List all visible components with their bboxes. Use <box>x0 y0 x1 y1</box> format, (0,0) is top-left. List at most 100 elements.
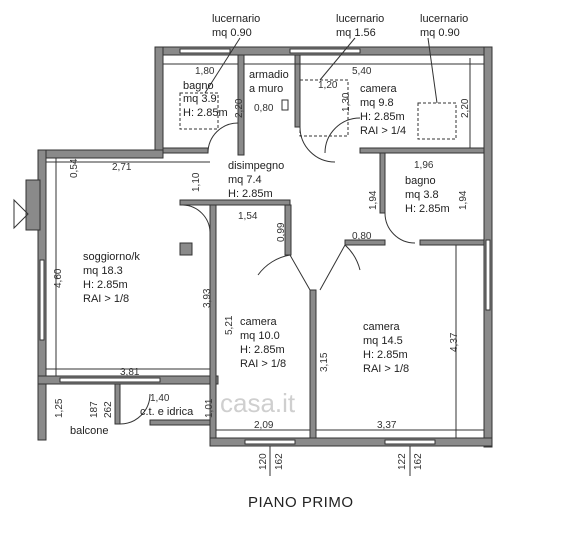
wall-camera1-bottom <box>359 147 485 154</box>
room-disimpegno: disimpegno mq 7.4 H: 2.85m <box>228 160 284 200</box>
door-ct <box>119 393 151 425</box>
skylight-3-label: lucernario <box>420 13 468 25</box>
chimney-flue <box>179 242 193 256</box>
room-name: camera <box>363 321 401 333</box>
room-name: armadio <box>249 69 289 81</box>
dim-label: 3,81 <box>120 367 140 378</box>
skylight-3-area: mq 0.90 <box>420 27 460 39</box>
dim-label: 1,30 <box>341 92 352 112</box>
room-name-2: a muro <box>249 83 283 95</box>
room-bagno2: bagno mq 3.8 H: 2.85m <box>405 175 450 215</box>
room-height: H: 2.85m <box>363 349 408 361</box>
dim-label: 162 <box>413 453 424 470</box>
room-rai: RAI > 1/8 <box>240 358 286 370</box>
wall-bagno2-bottom <box>419 239 485 246</box>
room-area: mq 3.8 <box>405 189 439 201</box>
dim-label: 1,01 <box>204 398 215 418</box>
door-armadio <box>299 126 336 163</box>
room-area: mq 14.5 <box>363 335 403 347</box>
dim-label: 1,94 <box>368 190 379 210</box>
dim-label: 3,15 <box>319 352 330 372</box>
room-camera3: camera mq 14.5 H: 2.85m RAI > 1/8 <box>363 321 409 375</box>
room-rai: RAI > 1/4 <box>360 125 406 137</box>
skylight-1-area: mq 0.90 <box>212 27 252 39</box>
room-rai: RAI > 1/8 <box>363 363 409 375</box>
dim-label: 1,96 <box>414 160 434 171</box>
windows <box>39 48 491 445</box>
dim-label: 1,40 <box>150 393 170 404</box>
dim-label: 0,99 <box>276 222 287 242</box>
room-height: H: 2.85m <box>360 111 405 123</box>
wall-disimpegno-bottom <box>179 199 291 206</box>
room-camera1: camera mq 9.8 H: 2.85m RAI > 1/4 <box>360 83 406 137</box>
wall-camera3-top <box>344 239 386 246</box>
interior-walls <box>114 54 485 439</box>
skylights <box>179 37 457 140</box>
window-right <box>485 239 491 311</box>
room-height: H: 2.85m <box>240 344 285 356</box>
dim-label: 5,21 <box>224 315 235 335</box>
room-name: soggiorno/k <box>83 251 140 263</box>
skylight-3 <box>417 102 457 140</box>
dim-label: 5,40 <box>352 66 372 77</box>
dimension-lines <box>46 63 484 438</box>
dim-label: 2,09 <box>254 420 274 431</box>
dim-label: 187 <box>89 401 100 418</box>
dim-label: 3,37 <box>377 420 397 431</box>
dim-label: 1,10 <box>191 172 202 192</box>
door-swings <box>119 117 416 425</box>
door-soggiorno <box>182 204 211 233</box>
dim-label: 0,80 <box>254 103 274 114</box>
dim-label: 2,71 <box>112 162 132 173</box>
room-area: mq 7.4 <box>228 174 262 186</box>
window-bagno1 <box>179 48 231 54</box>
wall-ct-bottom <box>149 419 211 426</box>
room-height: H: 2.85m <box>405 203 450 215</box>
room-name: disimpegno <box>228 160 284 172</box>
dim-label: 1,20 <box>318 80 338 91</box>
window-living-bottom <box>59 377 161 383</box>
dim-label: 3,93 <box>202 288 213 308</box>
window-camera2 <box>244 439 296 445</box>
dim-label: 4,60 <box>53 268 64 288</box>
dim-label: 1,54 <box>238 211 258 222</box>
door-bagno1 <box>207 122 239 154</box>
door-bagno2 <box>384 212 416 244</box>
wall-living-right <box>209 204 217 439</box>
plan-title: PIANO PRIMO <box>248 494 354 511</box>
dim-label: 1,94 <box>458 190 469 210</box>
room-armadio: armadio a muro <box>249 69 289 95</box>
skylight-2-label: lucernario <box>336 13 384 25</box>
wall-bagno1-bottom <box>162 147 209 154</box>
room-soggiorno: soggiorno/k mq 18.3 H: 2.85m RAI > 1/8 <box>83 251 140 305</box>
room-height: H: 2.85m <box>228 188 273 200</box>
leader-2 <box>319 37 356 81</box>
room-name: bagno <box>183 80 214 92</box>
wall-bagno2-left <box>379 152 386 214</box>
wall-bagno1-right <box>237 54 245 156</box>
dim-label: 1,25 <box>54 398 65 418</box>
skylight-2-area: mq 1.56 <box>336 27 376 39</box>
room-camera2: camera mq 10.0 H: 2.85m RAI > 1/8 <box>240 316 286 370</box>
dim-label: 4,37 <box>449 332 460 352</box>
wall-ct-left <box>114 383 121 425</box>
room-balcone: balcone <box>70 425 109 437</box>
room-area: mq 9.8 <box>360 97 394 109</box>
dim-label: 0,54 <box>69 158 80 178</box>
dim-label: 120 <box>258 453 269 470</box>
window-left <box>39 259 45 341</box>
wall-step <box>37 149 164 159</box>
room-ct: c.t. e idrica <box>140 406 194 418</box>
room-bagno1: bagno mq 3.9 H: 2.85m <box>183 80 228 119</box>
wall-armadio-right <box>294 54 301 128</box>
dim-label: 162 <box>274 453 285 470</box>
room-height: H: 2.85m <box>83 279 128 291</box>
leader-1 <box>204 37 241 94</box>
leader-3 <box>427 37 438 104</box>
dim-label: 262 <box>103 401 114 418</box>
entrance-marker-icon <box>13 198 29 230</box>
wall-bottom <box>209 437 493 447</box>
room-area: mq 18.3 <box>83 265 123 277</box>
dim-label: 0,80 <box>352 231 372 242</box>
